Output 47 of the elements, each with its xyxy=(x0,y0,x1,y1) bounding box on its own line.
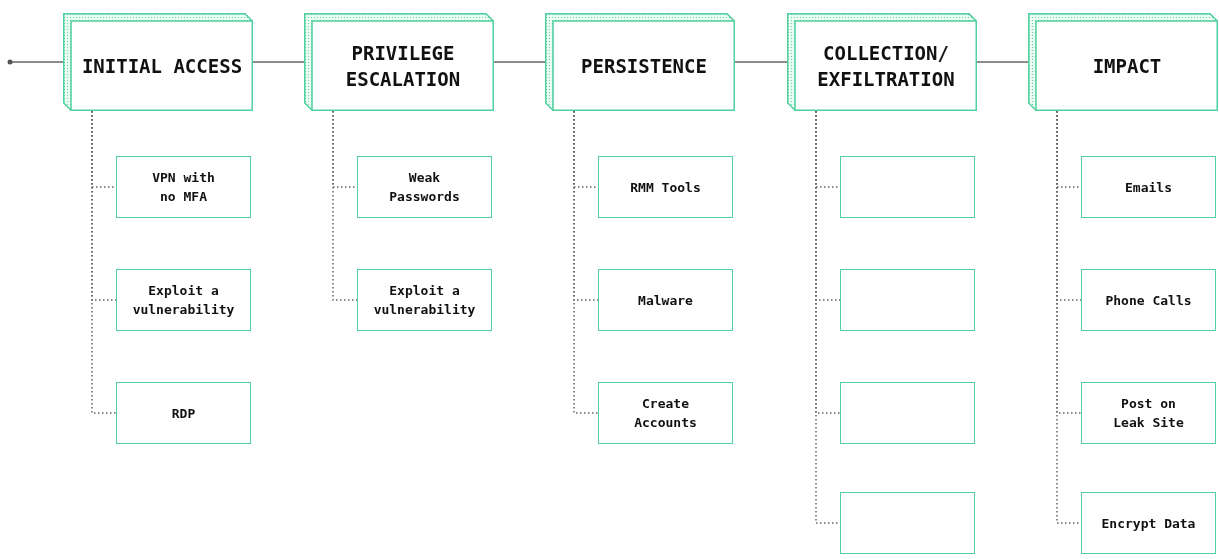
technique-label: VPN with no MFA xyxy=(151,169,216,206)
connector-line xyxy=(7,59,64,65)
technique-label: Malware xyxy=(638,291,693,310)
stage-box xyxy=(787,13,977,111)
technique-label: RMM Tools xyxy=(630,178,701,197)
technique-box xyxy=(840,382,975,444)
technique-box xyxy=(598,269,733,331)
stage-box xyxy=(1028,13,1218,111)
connector-line xyxy=(252,61,305,63)
technique-box xyxy=(116,382,251,444)
technique-box xyxy=(840,269,975,331)
technique-box xyxy=(1081,492,1216,554)
technique-box xyxy=(1081,269,1216,331)
technique-label: Post on Leak Site xyxy=(1112,395,1185,432)
technique-label: RDP xyxy=(171,404,196,423)
stage-title: PERSISTENCE xyxy=(581,54,707,79)
technique-label: Exploit a vulnerability xyxy=(132,282,235,319)
stage-title: IMPACT xyxy=(1092,54,1162,79)
technique-box xyxy=(357,269,492,331)
technique-box xyxy=(1081,156,1216,218)
dotted-connector xyxy=(1056,110,1082,524)
stage-title: COLLECTION/ EXFILTRATION xyxy=(816,41,956,92)
technique-box xyxy=(116,269,251,331)
dotted-connector xyxy=(573,110,599,414)
technique-label: Phone Calls xyxy=(1105,291,1192,310)
connector-line xyxy=(734,61,788,63)
stage-box xyxy=(63,13,253,111)
technique-box xyxy=(840,492,975,554)
technique-box xyxy=(116,156,251,218)
technique-box xyxy=(840,156,975,218)
connector-line xyxy=(976,61,1029,63)
stage-box xyxy=(304,13,494,111)
technique-box xyxy=(357,156,492,218)
technique-label: Create Accounts xyxy=(633,395,698,432)
dotted-connector xyxy=(91,110,117,414)
technique-label: Exploit a vulnerability xyxy=(373,282,476,319)
technique-label: Emails xyxy=(1125,178,1172,197)
stage-title: PRIVILEGE ESCALATION xyxy=(344,41,462,92)
technique-label: Weak Passwords xyxy=(388,169,461,206)
technique-box xyxy=(1081,382,1216,444)
stage-title: INITIAL ACCESS xyxy=(81,54,243,79)
connector-line xyxy=(493,61,546,63)
technique-box xyxy=(598,156,733,218)
dotted-connector xyxy=(815,110,841,524)
stage-box xyxy=(545,13,735,111)
technique-label: Encrypt Data xyxy=(1101,514,1196,533)
technique-box xyxy=(598,382,733,444)
